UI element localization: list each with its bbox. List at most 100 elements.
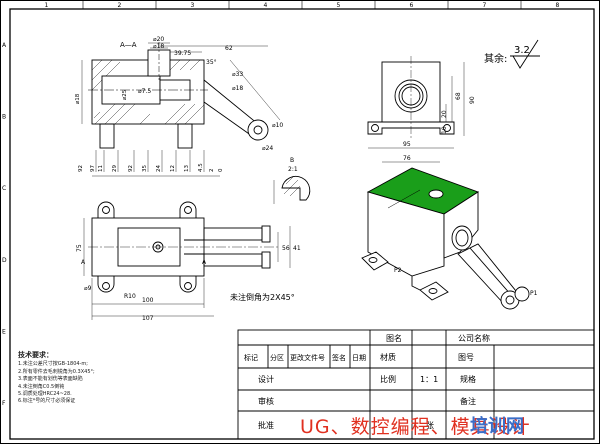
dim-24: 24: [156, 165, 162, 172]
dim-41: 41: [293, 245, 301, 252]
tb-she-ji: 设计: [258, 374, 274, 384]
note-item-3: 3.表面不能有划伤等表面缺陷: [18, 376, 83, 383]
dim-d18: ⌀18: [153, 43, 164, 50]
surface-value: 3.2: [514, 45, 530, 56]
zone-letter: D: [2, 257, 7, 264]
notes-title: 技术要求：: [18, 351, 53, 359]
detail-b-scale: 2:1: [288, 166, 298, 173]
dim-56: 56: [282, 245, 290, 252]
dim-2: 2: [209, 169, 215, 173]
dim-r10: R10: [124, 293, 136, 300]
dim-62: 62: [225, 45, 233, 52]
chamfer-note: 未注倒角为2X45°: [230, 292, 295, 302]
zone-letter: B: [2, 114, 6, 121]
dim-90: 90: [469, 96, 476, 104]
dim-92b: 92: [128, 165, 134, 172]
dim-100: 100: [142, 297, 154, 304]
zone-letters: A B C D E F: [2, 42, 7, 407]
zone-number: 8: [556, 2, 560, 9]
dim-39-75: 39.75: [174, 50, 191, 57]
tb-bei-zhu: 备注: [460, 396, 476, 406]
note-item-6: 6.标注*号的尺寸必须保证: [18, 398, 76, 405]
dim-d24: ⌀24: [262, 145, 273, 152]
dim-13: 13: [184, 165, 190, 172]
tb-pi-zhun: 批准: [258, 420, 274, 430]
dim-11: 11: [98, 165, 104, 172]
tb-shen-he: 审核: [258, 396, 274, 406]
surface-label: 其余:: [484, 52, 507, 65]
tb-qian-ming: 签名: [332, 353, 346, 362]
tb-ri-qi: 日期: [352, 354, 366, 362]
right-view: 68 90 20 10 95 76: [367, 56, 476, 163]
dim-97: 97: [90, 165, 96, 172]
section-mark-a-left: A: [81, 259, 86, 266]
watermark-text: UG、数控编程、模具设计: [300, 416, 531, 438]
dim-d9: ⌀9: [84, 285, 92, 292]
dim-107: 107: [142, 315, 154, 322]
dim-92: 92: [78, 165, 84, 172]
dim-75: 75: [76, 244, 83, 252]
dim-68: 68: [455, 92, 462, 100]
dim-d33: ⌀33: [232, 71, 243, 78]
surface-roughness-note: 其余: 3.2: [484, 39, 540, 69]
zone-number: 3: [191, 2, 195, 9]
section-view-a-a: A—A: [75, 36, 283, 177]
zone-letter: A: [2, 42, 7, 49]
dim-0: 0: [218, 168, 224, 172]
title-block-text: 图名 公司名称 标记 分区 更改文件号 签名 日期 材质 图号 设计 比例 1：…: [244, 333, 490, 430]
dim-95: 95: [403, 141, 411, 148]
dim-d20: ⌀20: [153, 36, 164, 43]
zone-number: 6: [410, 2, 414, 9]
tb-fen-qu: 分区: [270, 353, 284, 362]
dim-35deg: 35°: [206, 59, 217, 66]
isometric-view: P2 P1: [361, 167, 538, 310]
zone-number: 2: [118, 2, 122, 9]
dim-d25: ⌀25: [122, 89, 128, 100]
tb-cai-zhi: 材质: [380, 352, 396, 362]
zone-letter: C: [2, 185, 6, 192]
zone-letter: E: [2, 329, 6, 336]
dim-d7-5: ⌀7.5: [138, 88, 151, 95]
detail-b-label: B: [290, 157, 294, 164]
note-item-1: 1.未注公差尺寸按GB-1804-m;: [18, 361, 88, 368]
tb-bi-li: 比例: [380, 374, 396, 384]
tb-tu-ming: 图名: [386, 333, 402, 343]
note-item-4: 4.未注倒角C0.5倒钝: [18, 383, 65, 390]
zone-number: 7: [483, 2, 487, 9]
tb-gai-wen: 更改文件号: [290, 353, 325, 362]
zone-number: 5: [337, 2, 341, 9]
dim-4-5: 4.5: [198, 163, 204, 172]
tb-gui-ge: 规格: [460, 374, 476, 384]
tb-bi-li-val: 1：1: [420, 375, 438, 384]
technical-notes: 技术要求： 1.未注公差尺寸按GB-1804-m; 2.所有零件去毛刺锐角为0.…: [18, 351, 158, 406]
zone-letter: F: [2, 400, 6, 407]
dim-10: 10: [441, 126, 448, 134]
zone-numbers: 1 2 3 4 5 6 7 8: [45, 0, 560, 9]
dim-d10: ⌀10: [272, 122, 283, 129]
dim-20: 20: [441, 110, 448, 118]
dim-12: 12: [170, 165, 176, 172]
tb-zhang: 张: [426, 421, 434, 430]
section-mark-a-right: A: [202, 259, 207, 266]
dim-29: 29: [112, 165, 118, 172]
dim-76: 76: [403, 155, 411, 162]
title-block: [237, 329, 595, 440]
dim-d18b: ⌀18: [232, 85, 243, 92]
dim-35: 35: [142, 165, 148, 172]
zone-number: 1: [45, 2, 49, 9]
detail-b: B 2:1: [273, 157, 311, 204]
top-view: 75 56 41 ⌀9 R10 100 107 A A: [76, 201, 301, 322]
tb-gong-si: 公司名称: [458, 333, 490, 343]
tb-tu-hao: 图号: [458, 353, 474, 362]
dim-d18-left: ⌀18: [75, 93, 81, 104]
section-label: A—A: [120, 41, 137, 49]
roughness-symbol: [510, 39, 540, 69]
zone-number: 4: [264, 2, 268, 9]
watermark-site: 培训网: [470, 416, 524, 437]
iso-label-p1: P1: [530, 290, 538, 297]
iso-label-p2: P2: [394, 267, 402, 274]
note-item-5: 5.调质处理HRC24~28.: [18, 391, 72, 398]
note-item-2: 2.所有零件去毛刺锐角为0.3X45°;: [18, 368, 95, 375]
tb-biao-ji: 标记: [244, 353, 258, 362]
